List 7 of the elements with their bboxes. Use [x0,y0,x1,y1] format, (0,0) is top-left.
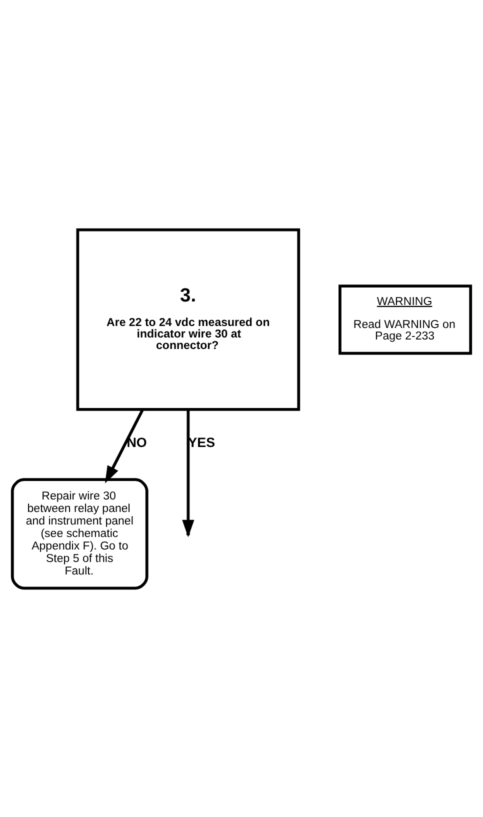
arrow [104,408,144,483]
arrow [182,409,194,537]
node-box: Repair wire 30 between relay panel and instrument panel (see schematic Appendix F). Go to Step 5 of this Fault. [10,478,148,590]
edge-label: NO [126,434,147,450]
edge-label: YES [188,434,216,450]
node-box: WARNING Read WARNING on Page 2-233 [338,284,472,354]
node-box: 3. Are 22 to 24 vdc measured on indicator wire 30 at connector? [76,228,300,410]
